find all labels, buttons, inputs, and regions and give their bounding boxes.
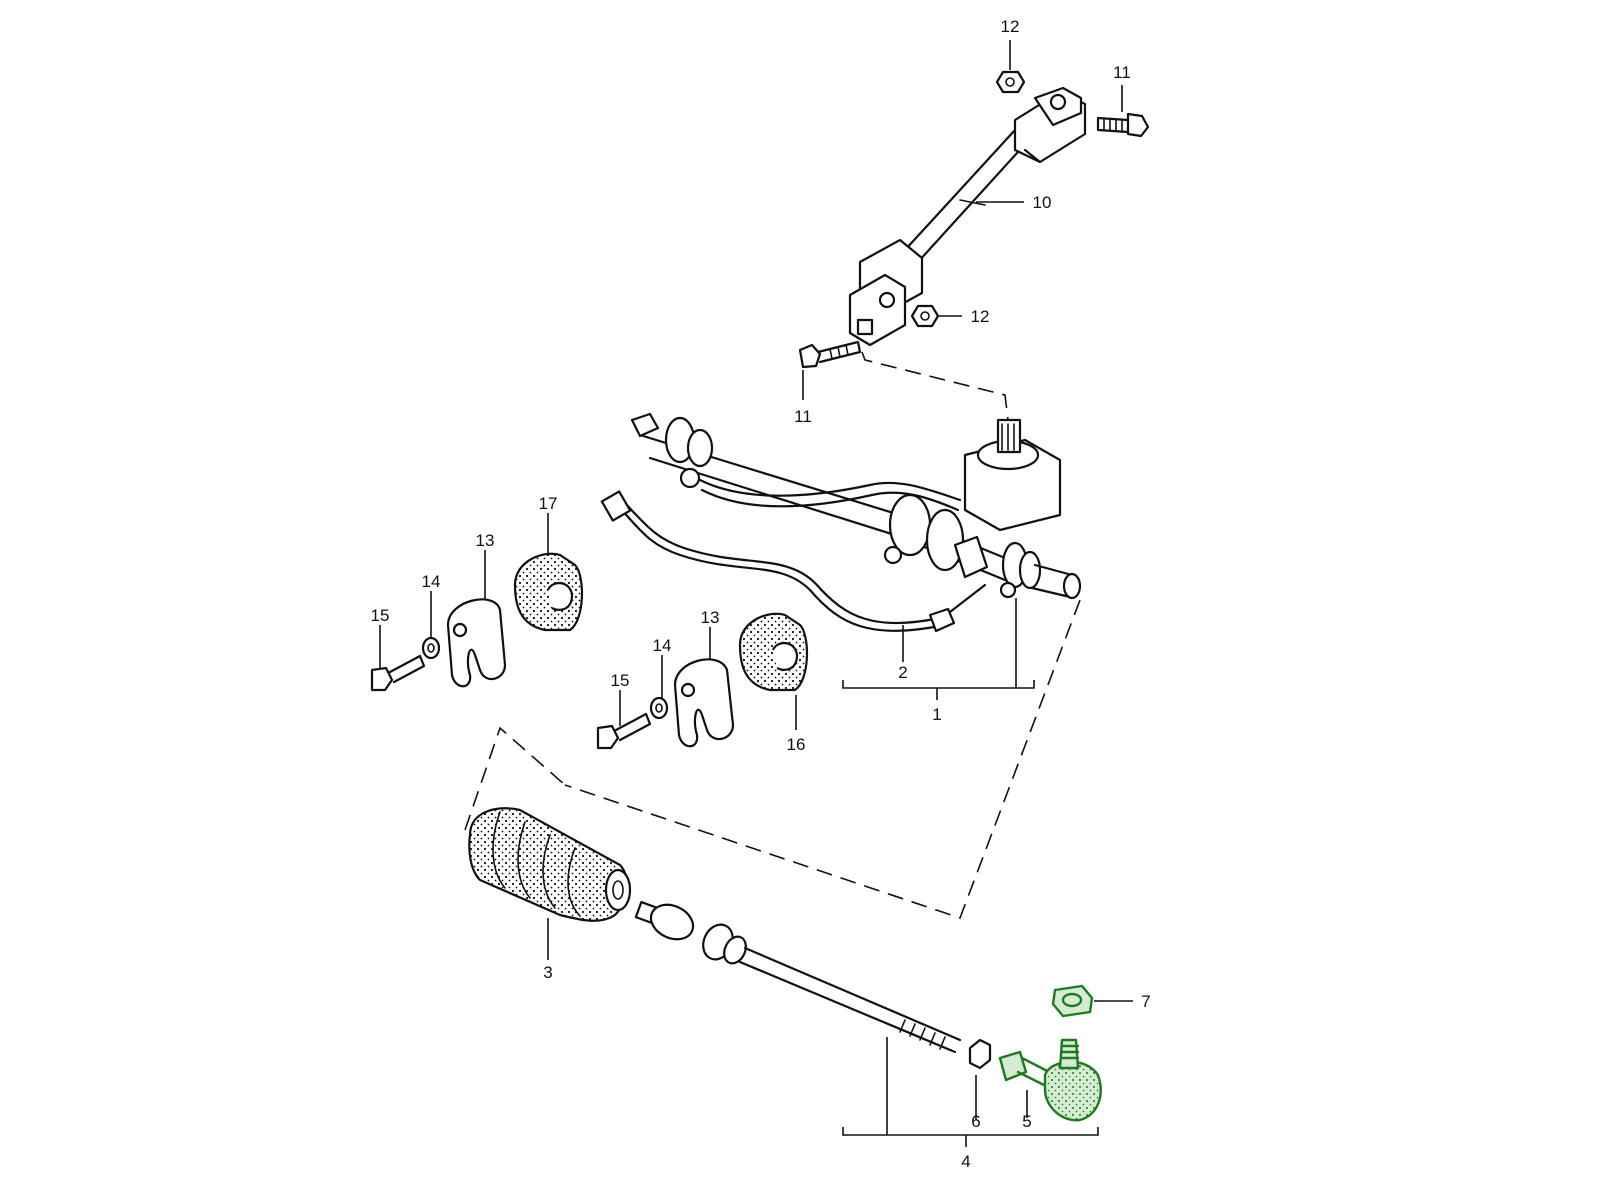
rack-boot-part-3 — [468, 807, 632, 922]
callout-16: 16 — [787, 735, 806, 754]
callout-14-right: 14 — [653, 636, 672, 655]
bracket-assembly-4 — [842, 1037, 1099, 1147]
assembly-dashed-lines — [464, 351, 1081, 920]
callout-13-left: 13 — [476, 531, 495, 550]
nut-part-7 — [1051, 984, 1094, 1018]
callout-leaders — [379, 40, 1133, 1002]
upper-universal-joint — [1013, 86, 1087, 164]
clamp-part-13-left — [446, 598, 507, 688]
callout-15-left: 15 — [371, 606, 390, 625]
nut-part-6 — [968, 1038, 992, 1070]
callout-4: 4 — [961, 1152, 970, 1171]
callout-7: 7 — [1141, 992, 1150, 1011]
callout-10: 10 — [1033, 193, 1052, 212]
bolt-part-11-lower — [798, 340, 862, 369]
hydraulic-line-part-2 — [600, 490, 987, 633]
callout-14-left: 14 — [422, 572, 441, 591]
callout-labels: 12 11 10 12 11 17 13 14 15 13 14 15 2 1 … — [371, 17, 1151, 1171]
callout-11-bottom: 11 — [794, 407, 812, 426]
bolt-part-15-right — [596, 712, 652, 750]
bushing-part-16 — [738, 612, 809, 692]
callout-1: 1 — [932, 705, 941, 724]
bolt-part-11-upper — [1096, 112, 1150, 138]
callout-2: 2 — [898, 663, 907, 682]
steering-shaft-part-10 — [903, 128, 1029, 264]
steering-rack-part-1 — [630, 412, 1082, 600]
bushing-part-17 — [513, 552, 584, 632]
callout-3: 3 — [543, 963, 552, 982]
callout-13-right: 13 — [701, 608, 720, 627]
nut-part-12-lower — [910, 304, 940, 328]
nut-part-12-upper — [995, 70, 1026, 94]
callout-12-bottom: 12 — [971, 307, 990, 326]
clamp-part-13-right — [673, 658, 735, 748]
callout-11-top: 11 — [1113, 63, 1131, 82]
tie-rod-part-4 — [634, 900, 962, 1054]
bracket-assembly-1 — [842, 598, 1035, 700]
washer-part-14-left — [421, 636, 441, 660]
callout-17: 17 — [539, 494, 558, 513]
tie-rod-end-part-5 — [998, 1038, 1102, 1122]
callout-5: 5 — [1022, 1112, 1031, 1131]
callout-15-right: 15 — [611, 671, 630, 690]
lower-universal-joint — [848, 238, 924, 347]
callout-6: 6 — [971, 1112, 980, 1131]
bolt-part-15-left — [370, 654, 426, 692]
washer-part-14-right — [649, 696, 669, 720]
callout-12-top: 12 — [1001, 17, 1020, 36]
